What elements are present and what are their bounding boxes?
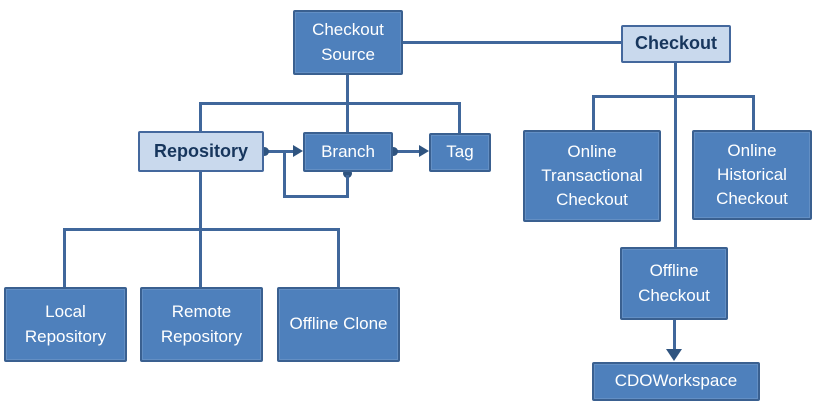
- branch-tag-arrowhead-icon: [419, 145, 429, 157]
- node-branch: Branch: [303, 132, 393, 172]
- node-repository: Repository: [138, 131, 264, 172]
- edge-repository-branch-line: [266, 150, 296, 153]
- node-online-transactional-checkout: Online Transactional Checkout: [523, 130, 661, 222]
- branch-self-loop-bottom-line: [283, 195, 349, 198]
- edge-drop-local-repository-line: [63, 228, 66, 288]
- edge-drop-offline-clone-line: [337, 228, 340, 288]
- offlinecheckout-cdoworkspace-arrowhead-icon: [666, 349, 682, 361]
- node-cdo-workspace: CDOWorkspace: [592, 362, 760, 401]
- edge-drop-branch-line: [346, 102, 349, 133]
- node-offline-checkout: Offline Checkout: [620, 247, 728, 320]
- node-remote-repository: Remote Repository: [140, 287, 263, 362]
- branch-self-loop-left-line: [283, 152, 286, 198]
- branch-tag-aggregation-dot: [389, 147, 398, 156]
- edge-drop-repository-line: [199, 102, 202, 132]
- edge-offlinecheckout-cdoworkspace-line: [673, 320, 676, 351]
- edge-left-split-line: [199, 102, 461, 105]
- edge-checkoutsource-checkout-line: [401, 41, 622, 44]
- edge-checkout-stem-line: [674, 62, 677, 97]
- node-online-historical-checkout: Online Historical Checkout: [692, 130, 812, 220]
- edge-drop-online-historical-line: [752, 95, 755, 131]
- edge-branch-tag-line: [394, 150, 421, 153]
- edge-drop-online-transactional-line: [592, 95, 595, 131]
- edge-drop-offline-checkout-line: [674, 95, 677, 248]
- repository-branch-aggregation-dot: [260, 147, 269, 156]
- node-tag: Tag: [429, 133, 491, 172]
- edge-drop-tag-line: [458, 102, 461, 134]
- edge-checkoutsource-stem-line: [346, 74, 349, 104]
- branch-self-loop-dot: [343, 169, 352, 178]
- node-local-repository: Local Repository: [4, 287, 127, 362]
- node-offline-clone: Offline Clone: [277, 287, 400, 362]
- edge-right-split-line: [592, 95, 755, 98]
- node-checkout: Checkout: [621, 25, 731, 63]
- node-checkout-source: Checkout Source: [293, 10, 403, 75]
- repository-branch-arrowhead-icon: [293, 145, 303, 157]
- branch-self-loop-right-line: [346, 175, 349, 198]
- edge-repository-stem-line: [199, 171, 202, 230]
- edge-drop-remote-repository-line: [199, 228, 202, 288]
